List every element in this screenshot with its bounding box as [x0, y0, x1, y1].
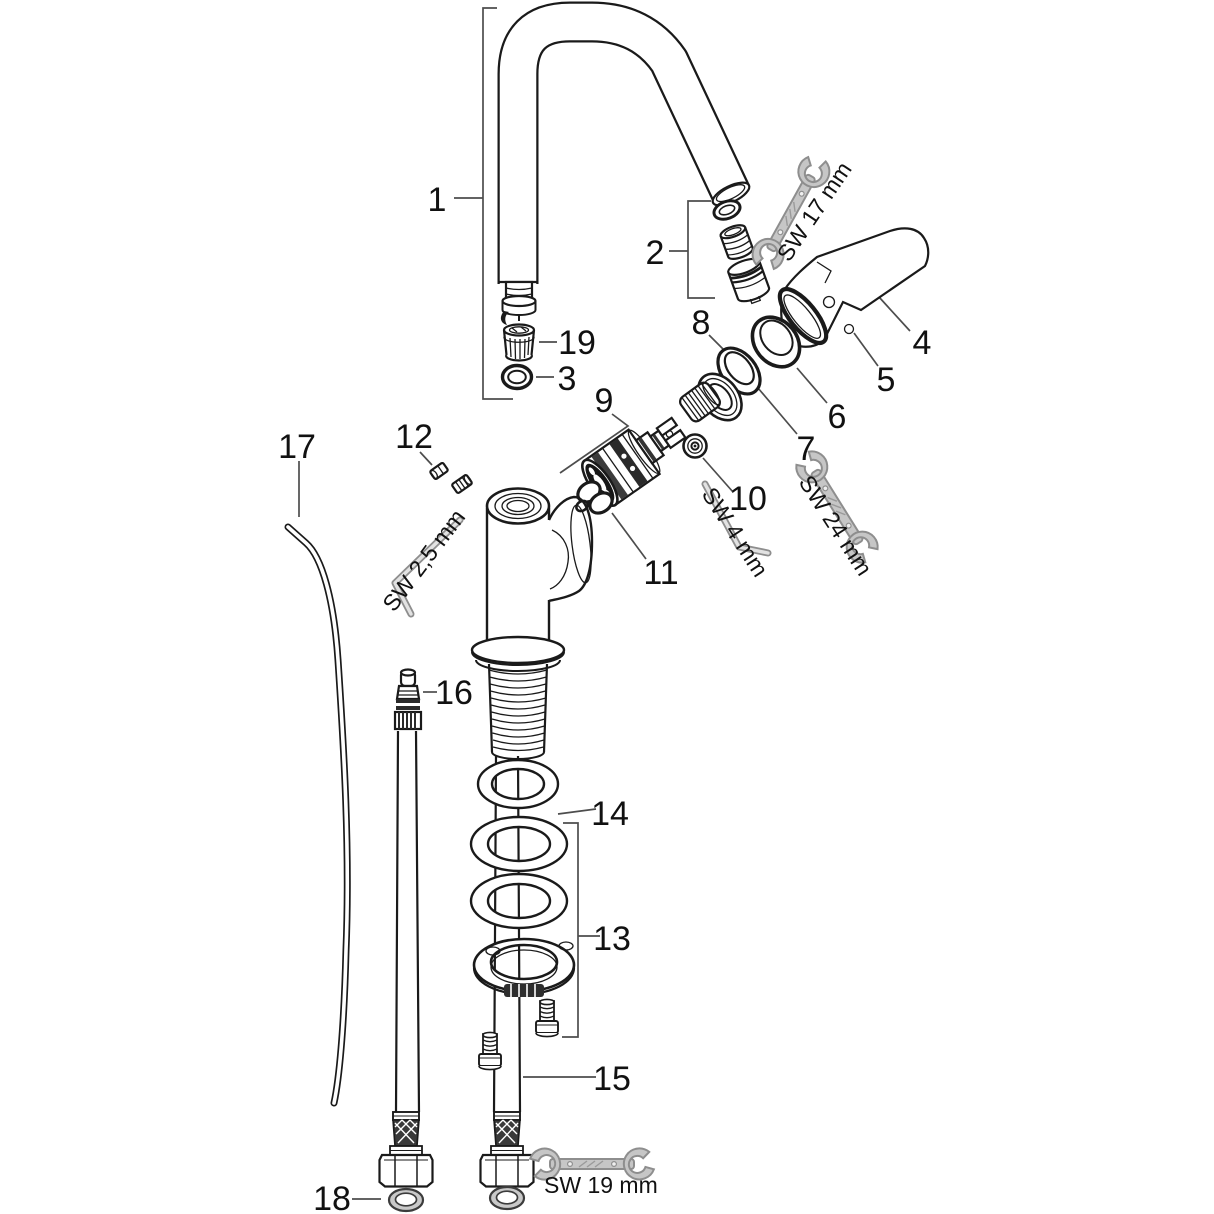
part-label-17: 17	[278, 428, 316, 466]
handle-marking	[816, 261, 832, 284]
hex-key-2-5mm-icon	[391, 516, 464, 618]
spout-seal-ring	[750, 315, 802, 369]
part-label-5: 5	[877, 361, 896, 399]
flange-spacer	[504, 984, 544, 997]
faucet-body	[470, 487, 594, 760]
set-screw	[843, 323, 855, 335]
part-label-16: 16	[435, 674, 473, 712]
part-label-13: 13	[593, 920, 631, 958]
part-label-2: 2	[646, 234, 665, 272]
part-label-19: 19	[558, 324, 596, 362]
spout-base-connector	[498, 280, 538, 325]
leader-lines	[298, 7, 911, 1200]
spout-o-ring	[500, 363, 534, 391]
tool-label-sw19: SW 19 mm	[544, 1172, 658, 1198]
hose-plug-connector	[393, 668, 423, 731]
swivel-bushing	[502, 323, 536, 362]
part-label-8: 8	[692, 304, 711, 342]
part-label-6: 6	[828, 398, 847, 436]
part-label-1: 1	[428, 181, 447, 219]
spout	[497, 1, 751, 325]
part-label-11: 11	[643, 554, 678, 592]
sealing-washer	[387, 1187, 425, 1213]
cartridge-retaining-nut	[679, 381, 721, 423]
stop-washer	[682, 433, 708, 459]
part-label-9: 9	[595, 382, 614, 420]
supply-hose	[393, 668, 423, 1113]
handle	[777, 227, 930, 348]
part-label-7: 7	[797, 430, 816, 468]
tool-label-sw2-5: SW 2,5 mm	[377, 504, 470, 616]
seal-set	[575, 480, 614, 515]
part-label-12: 12	[395, 418, 433, 456]
flange-screw	[478, 1031, 502, 1071]
aerator-assembly	[712, 199, 771, 305]
flange-screw	[535, 998, 559, 1038]
part-label-4: 4	[913, 324, 932, 362]
washer-stack	[469, 758, 569, 930]
tool-label-sw24: SW 24 mm	[794, 471, 878, 581]
cartridge	[581, 416, 687, 507]
part-label-3: 3	[558, 360, 577, 398]
sealing-washer	[488, 1185, 526, 1211]
hex-key-4mm-icon	[701, 480, 772, 557]
grub-screws	[429, 462, 473, 494]
part-label-15: 15	[593, 1060, 631, 1098]
threaded-shank	[487, 663, 549, 760]
pull-rod	[284, 523, 351, 1107]
part-label-14: 14	[591, 795, 629, 833]
hose-nut-connector	[378, 1110, 434, 1188]
mounting-flange	[472, 937, 576, 1071]
hose-nut-connector	[479, 1110, 535, 1188]
handle-pivot-hole	[822, 295, 836, 309]
part-label-18: 18	[313, 1180, 351, 1214]
part-label-10: 10	[729, 480, 767, 518]
